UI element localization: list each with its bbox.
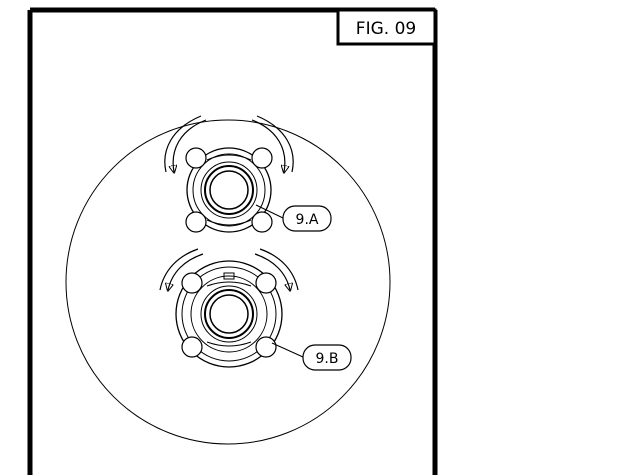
lug-circle — [181, 336, 203, 358]
lug-circle — [255, 272, 277, 294]
rotate-cw-arrow-upper — [251, 119, 285, 172]
knob-lower — [159, 248, 299, 368]
figure-label-box: FIG. 09 — [336, 8, 437, 46]
lug-circle — [181, 272, 203, 294]
rotate-ccw-arrow-lower — [168, 253, 204, 290]
callout-lower: 9.B — [271, 342, 352, 371]
knob-upper — [164, 115, 294, 233]
lug-circle — [251, 211, 273, 233]
callout-label-b: 9.B — [316, 351, 339, 367]
figure-label: FIG. 09 — [356, 19, 416, 39]
lug-circle — [251, 147, 273, 169]
rotate-cw-arrow-lower — [254, 253, 290, 290]
callout-label-a: 9.A — [296, 212, 319, 228]
lug-circle — [185, 211, 207, 233]
callout-upper: 9.A — [255, 204, 332, 232]
lug-circle — [185, 147, 207, 169]
rotate-ccw-arrow-upper — [173, 119, 207, 172]
detail-circle — [65, 119, 391, 445]
lug-circle — [255, 336, 277, 358]
drawing-frame — [27, 7, 438, 475]
